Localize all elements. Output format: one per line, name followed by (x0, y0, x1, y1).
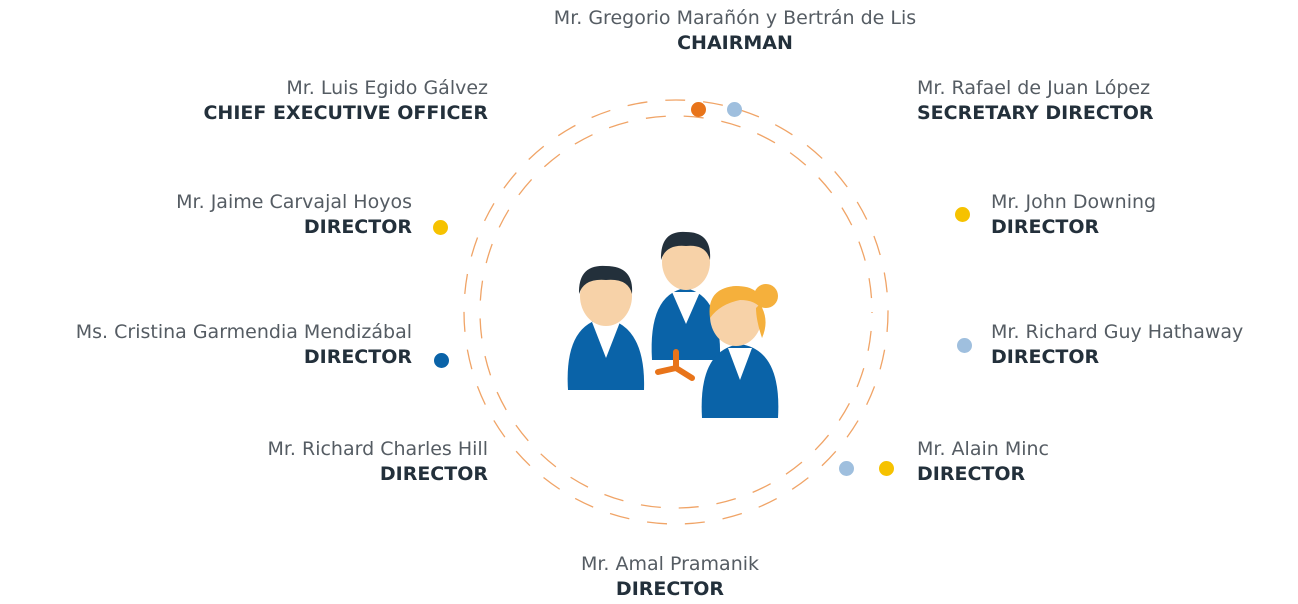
member-name: Mr. Gregorio Marañón y Bertrán de Lis (553, 7, 917, 29)
person-woman-icon (701, 284, 779, 418)
inner-ring (479, 115, 873, 509)
member-role: DIRECTOR (615, 578, 725, 600)
member-hathaway: Mr. Richard Guy Hathaway DIRECTOR (991, 320, 1291, 370)
member-role: DIRECTOR (379, 463, 488, 485)
person-left-icon (567, 265, 645, 390)
people-group-icon (567, 231, 779, 418)
connector-icon (655, 349, 695, 381)
hathaway-dot (957, 338, 972, 353)
member-name: Mr. Jaime Carvajal Hoyos (176, 191, 412, 213)
member-role: SECRETARY DIRECTOR (917, 102, 1154, 124)
secretary-dot (727, 102, 742, 117)
member-name: Mr. Richard Charles Hill (267, 438, 488, 460)
member-secretary: Mr. Rafael de Juan López SECRETARY DIREC… (917, 76, 1277, 126)
member-minc: Mr. Alain Minc DIRECTOR (917, 437, 1217, 487)
member-chairman: Mr. Gregorio Marañón y Bertrán de Lis CH… (440, 6, 1030, 56)
member-downing: Mr. John Downing DIRECTOR (991, 190, 1281, 240)
member-garmendia: Ms. Cristina Garmendia Mendizábal DIRECT… (4, 320, 412, 370)
member-role: DIRECTOR (991, 346, 1100, 368)
member-name: Mr. Alain Minc (917, 438, 1049, 460)
garmendia-dot (434, 353, 449, 368)
member-role: DIRECTOR (303, 216, 412, 238)
hill-dot (839, 461, 854, 476)
member-name: Mr. John Downing (991, 191, 1157, 213)
member-hill: Mr. Richard Charles Hill DIRECTOR (150, 437, 488, 487)
member-role: CHAIRMAN (677, 32, 793, 54)
outer-ring (463, 99, 889, 525)
chairman-dot (691, 102, 706, 117)
minc-dot (879, 461, 894, 476)
member-role: CHIEF EXECUTIVE OFFICER (203, 102, 488, 124)
member-role: DIRECTOR (303, 346, 412, 368)
member-name: Mr. Amal Pramanik (580, 553, 760, 575)
member-ceo: Mr. Luis Egido Gálvez CHIEF EXECUTIVE OF… (90, 76, 488, 126)
member-role: DIRECTOR (991, 216, 1100, 238)
member-carvajal: Mr. Jaime Carvajal Hoyos DIRECTOR (60, 190, 412, 240)
member-name: Mr. Richard Guy Hathaway (991, 321, 1244, 343)
member-role: DIRECTOR (917, 463, 1026, 485)
downing-dot (955, 207, 970, 222)
member-name: Ms. Cristina Garmendia Mendizábal (75, 321, 412, 343)
member-name: Mr. Luis Egido Gálvez (286, 77, 488, 99)
carvajal-dot (433, 220, 448, 235)
person-top-icon (651, 231, 721, 360)
member-pramanik: Mr. Amal Pramanik DIRECTOR (480, 552, 860, 602)
member-name: Mr. Rafael de Juan López (917, 77, 1151, 99)
